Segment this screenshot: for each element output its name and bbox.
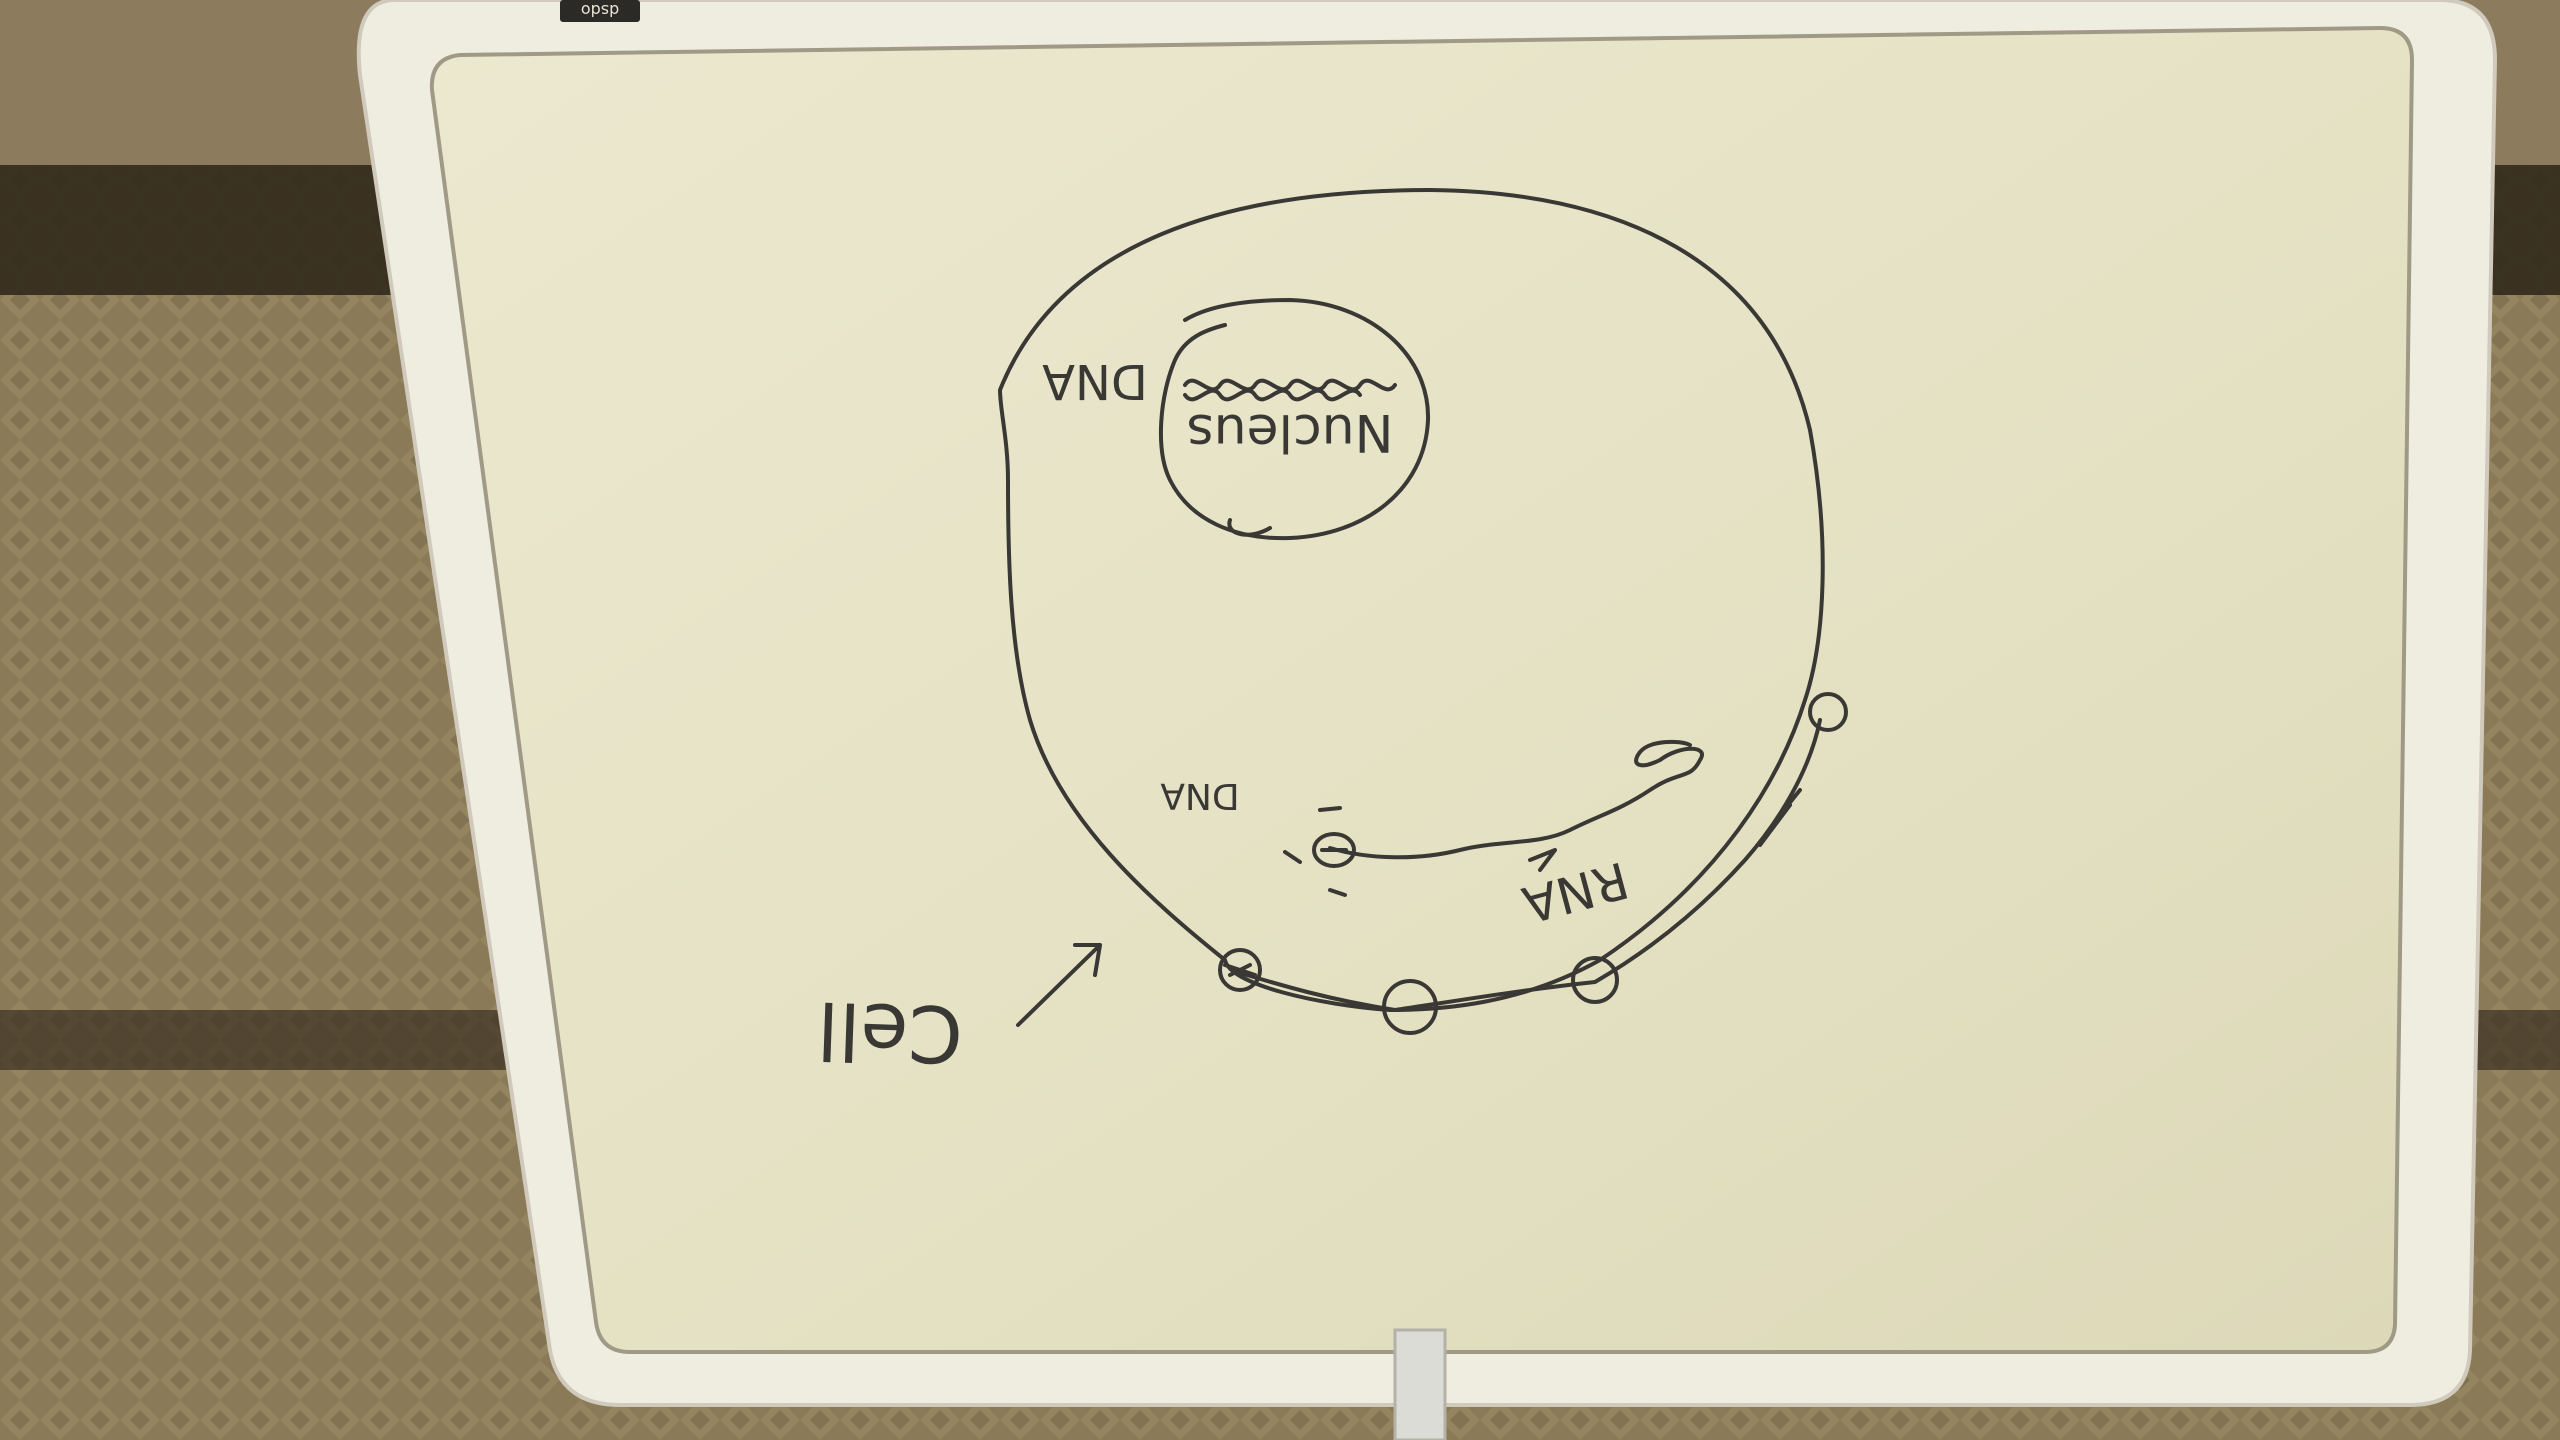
ribosome-b	[1382, 979, 1438, 1035]
ribosome-track	[1235, 718, 1822, 1012]
cell-arrow	[1016, 943, 1102, 1027]
nucleus-outline	[1158, 298, 1431, 541]
label-dna-ribosome: DNA	[1160, 775, 1240, 816]
dna-helix-strand-2	[1183, 388, 1362, 402]
brand-logo	[560, 0, 640, 22]
cell-membrane	[998, 188, 1825, 1012]
marker-tray-clip	[1393, 1328, 1447, 1440]
rna-strand	[1328, 739, 1704, 860]
cell-drawing	[998, 188, 1848, 1035]
label-cell: Cell	[816, 983, 965, 1078]
label-nucleus: Nucleus	[1187, 402, 1394, 462]
ribosome-shading	[1223, 788, 1802, 977]
trna-particle-marks	[1283, 806, 1348, 897]
whiteboard-surface	[429, 25, 2415, 1354]
nucleus-tail	[1227, 518, 1272, 537]
dna-helix	[1183, 378, 1397, 392]
rna-arrow	[1528, 848, 1557, 872]
trna-particle	[1312, 832, 1356, 868]
whiteboard: dsdo	[356, 0, 2498, 1440]
label-dna-nucleus: DNA	[1042, 353, 1148, 409]
brand-logo-text: dsdo	[581, 1, 619, 20]
ribosome-d	[1808, 692, 1848, 732]
ribosome-a	[1218, 948, 1262, 992]
ribosome-c	[1571, 956, 1619, 1004]
